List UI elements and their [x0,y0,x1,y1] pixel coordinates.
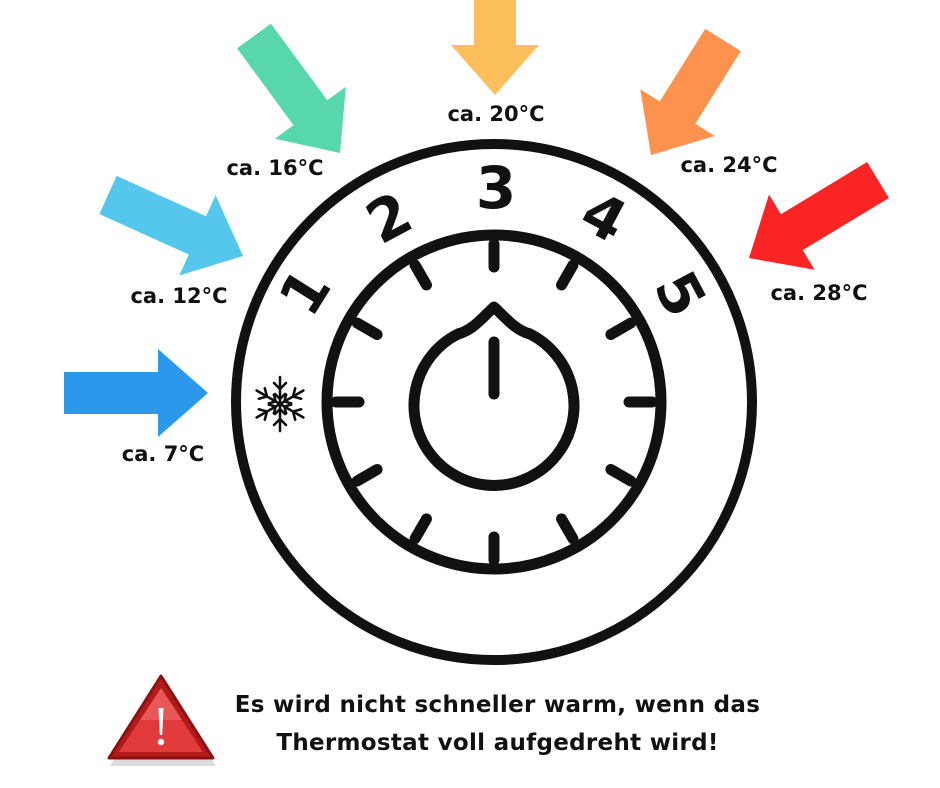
dial-tick [409,513,432,545]
snowflake-icon [255,375,305,433]
arrow-24 [640,28,741,155]
warning-line-1: Es wird nicht schneller warm, wenn das [234,692,761,718]
temp-label-24: ca. 24°C [680,153,777,177]
warning-line-2: Thermostat voll aufgedreht wird! [276,730,719,756]
temp-label-20: ca. 20°C [447,102,544,126]
dial-tick [605,464,637,487]
temp-label-7: ca. 7°C [122,442,204,466]
arrow-28 [749,162,889,270]
dial-number-3: 3 [476,154,516,222]
dial-tick [409,259,432,291]
dial-tick [605,317,637,340]
dial-tick [351,317,383,340]
dial-tick [556,259,579,291]
temp-label-12: ca. 12°C [130,284,227,308]
dial-tick [556,513,579,545]
dial-ticks [330,238,658,566]
warning-message: Es wird nicht schneller warm, wenn das T… [205,686,790,762]
temp-label-28: ca. 28°C [770,281,867,305]
arrow-12 [99,175,244,276]
arrow-20 [451,0,539,95]
warning-triangle-icon [107,674,216,766]
arrow-16 [237,23,346,153]
temp-label-16: ca. 16°C [226,156,323,180]
arrow-7 [64,349,208,437]
dial-tick [351,464,383,487]
